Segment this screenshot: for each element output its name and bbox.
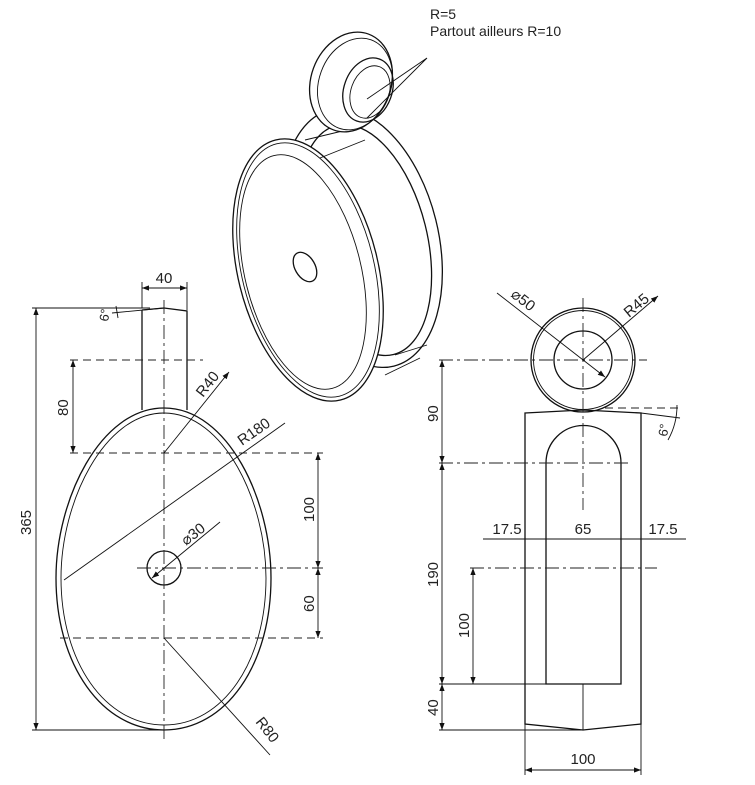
label-r45: R45: [621, 290, 653, 321]
dim-total-height: 365: [18, 510, 35, 535]
note-r10: Partout ailleurs R=10: [430, 23, 561, 39]
iso-edges: [304, 127, 428, 376]
note-r5: R=5: [430, 6, 456, 22]
label-r80: R80: [252, 714, 282, 746]
leader-d30: [151, 521, 221, 579]
dim-total-width: 100: [570, 751, 595, 768]
slot-outline: [545, 424, 622, 685]
dim-angle-front: 6°: [96, 308, 113, 323]
ext-365: [32, 307, 164, 731]
dim-slot-width: 65: [575, 521, 592, 538]
note-leader: [366, 57, 428, 119]
label-r180: R180: [235, 415, 274, 449]
iso-ring-hole: [349, 65, 391, 119]
side-ext-lines: [439, 683, 584, 731]
leader-r80: [163, 637, 271, 756]
dim-bottom: 40: [425, 699, 442, 716]
dim-stem-width: 40: [156, 270, 173, 287]
iso-ring-inner: [342, 57, 394, 123]
dim-stem-to-r40: 80: [55, 399, 72, 416]
dim-wall-left: 17.5: [492, 521, 521, 538]
dim-angle-side: 6°: [655, 423, 672, 438]
dim-hole-to-r80: 60: [301, 595, 318, 612]
iso-front-face: [239, 154, 367, 390]
iso-front-fillet: [236, 142, 380, 398]
label-d50: ⌀50: [508, 286, 539, 315]
iso-face-hole: [292, 251, 318, 283]
leader-r40: [163, 371, 230, 454]
dim-r40-to-hole: 100: [301, 497, 318, 522]
side-view: 90 190 40 100 17.5 65 17.5 100 ⌀50 R45 6…: [425, 286, 686, 775]
dim-ring-to-slot: 90: [425, 405, 442, 422]
leader-r180: [63, 422, 286, 581]
isometric-view: R=5 Partout ailleurs R=10: [232, 6, 561, 402]
dim-wall-right: 17.5: [648, 521, 677, 538]
dim-slot-length: 190: [425, 562, 442, 587]
label-d30: ⌀30: [178, 520, 209, 549]
angle-arc-side: [640, 404, 681, 441]
leader-r45: [582, 295, 659, 361]
dim-inner-100: 100: [456, 613, 473, 638]
label-r40: R40: [193, 368, 223, 400]
iso-front-outline: [232, 138, 384, 402]
ext-100-bottom: [524, 724, 642, 775]
stem: [141, 307, 188, 410]
leader-d50: [496, 292, 606, 378]
